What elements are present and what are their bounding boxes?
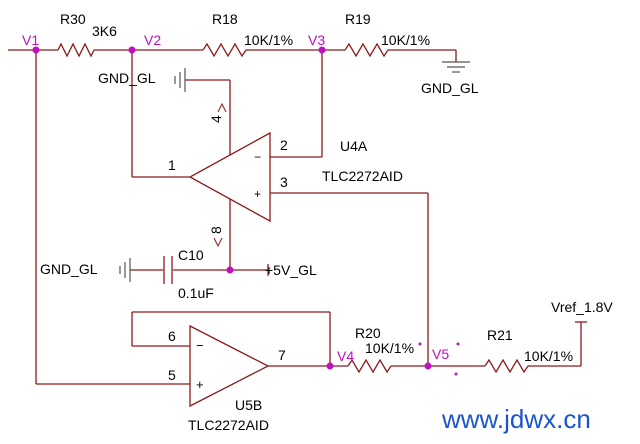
- junction-v5: [424, 362, 432, 370]
- resistor-r21: [484, 358, 529, 374]
- junction-v1: [32, 46, 40, 54]
- v5-marker-bottom: [454, 372, 458, 376]
- supply-label: +5V_GL: [265, 262, 317, 278]
- r20-value: 10K/1%: [365, 340, 414, 356]
- pin-u4a-8: 8: [208, 226, 224, 234]
- junction-v2: [128, 46, 136, 54]
- junction-supply: [226, 266, 234, 274]
- gnd-top-label: GND_GL: [98, 70, 156, 86]
- resistor-r19: [344, 42, 389, 58]
- v5-marker-right: [456, 342, 460, 346]
- net-label-v2: V2: [144, 32, 161, 48]
- gnd-right-label: GND_GL: [421, 80, 479, 96]
- pin-u4a-1: 1: [168, 157, 176, 173]
- opamp-u5b: [189, 324, 270, 408]
- c10-value: 0.1uF: [178, 285, 214, 301]
- resistor-r20: [347, 358, 392, 374]
- resistor-r18: [202, 42, 247, 58]
- junction-v3: [318, 46, 326, 54]
- u4a-pin4-mark: [217, 102, 227, 113]
- opamp-u4a: [188, 131, 271, 223]
- pin-u5b-7: 7: [278, 347, 286, 363]
- net-label-v3: V3: [308, 32, 325, 48]
- u5b-plus-sign: +: [196, 377, 204, 392]
- r18-value: 10K/1%: [244, 32, 293, 48]
- r21-ref: R21: [487, 327, 513, 343]
- u5b-ref: U5B: [235, 397, 262, 413]
- u5b-part: TLC2272AID: [188, 417, 269, 433]
- r19-value: 10K/1%: [381, 32, 430, 48]
- u4a-pin8-mark: [213, 237, 223, 248]
- vref-label: Vref_1.8V: [551, 299, 613, 315]
- r30-value: 3K6: [92, 23, 117, 39]
- r20-ref: R20: [355, 325, 381, 341]
- pin-u5b-6: 6: [168, 328, 176, 344]
- r18-ref: R18: [212, 11, 238, 27]
- r19-ref: R19: [345, 11, 371, 27]
- pin-u5b-5: 5: [168, 367, 176, 383]
- pin-u4a-4: 4: [208, 115, 224, 123]
- u4a-minus-sign: −: [254, 150, 261, 164]
- v5-marker-left: [418, 342, 422, 346]
- junction-v4: [326, 362, 334, 370]
- pin-u4a-3: 3: [280, 174, 288, 190]
- net-label-v4: V4: [337, 348, 354, 364]
- u4a-plus-sign: +: [254, 187, 261, 201]
- r30-ref: R30: [60, 11, 86, 27]
- c10-ref: C10: [178, 247, 204, 263]
- u4a-ref: U4A: [340, 138, 368, 154]
- ground-top-symbol: [174, 68, 186, 92]
- r21-value: 10K/1%: [524, 348, 573, 364]
- u5b-minus-sign: −: [196, 338, 204, 353]
- u4a-part: TLC2272AID: [322, 168, 403, 184]
- gnd-cap-label: GND_GL: [40, 261, 98, 277]
- ground-right-symbol: [442, 61, 470, 73]
- ground-cap-symbol: [119, 258, 131, 282]
- net-label-v5: V5: [432, 346, 449, 362]
- watermark: www.jdwx.cn: [441, 404, 591, 434]
- pin-u4a-2: 2: [280, 137, 288, 153]
- net-label-v1: V1: [22, 32, 39, 48]
- resistor-r30: [57, 42, 95, 58]
